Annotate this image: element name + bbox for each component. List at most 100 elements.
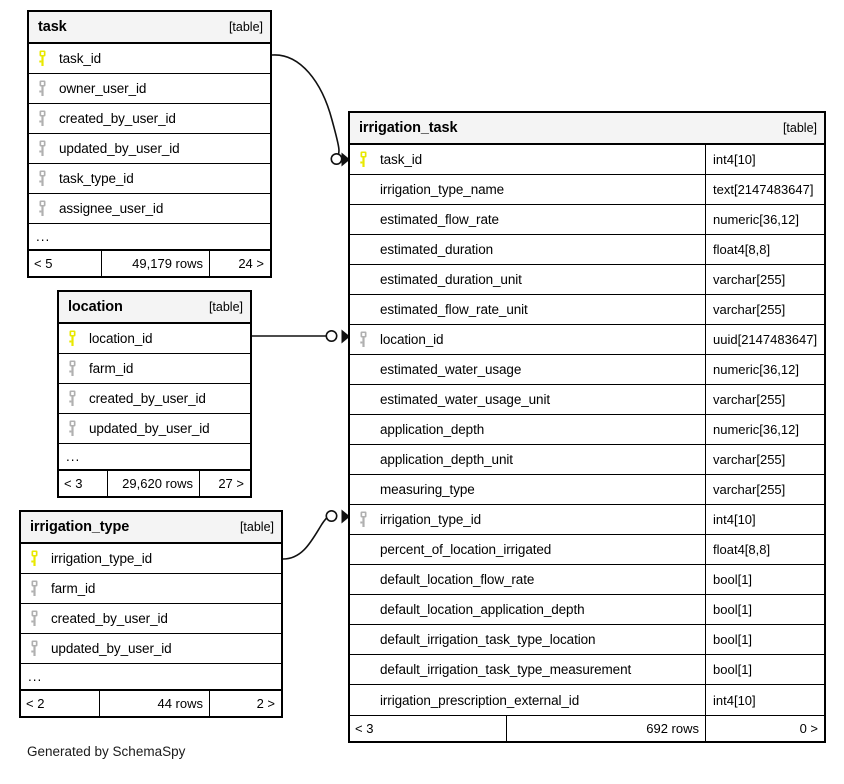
table-row[interactable]: estimated_water_usage_unit varchar[255] [350,385,824,415]
table-irrigation-type-columns: irrigation_type_id farm_id created_by_us… [21,544,281,690]
table-row[interactable]: estimated_water_usage numeric[36,12] [350,355,824,385]
prev-tables-link[interactable]: < 3 [64,476,83,491]
column-name-cell: percent_of_location_irrigated [350,535,705,564]
column-label: estimated_water_usage_unit [380,392,551,407]
column-label: updated_by_user_id [89,421,210,436]
foreign-key-icon [30,580,51,598]
column-label: application_depth [380,422,485,437]
column-name-cell: default_irrigation_task_type_location [350,625,705,654]
foreign-key-icon [30,640,51,658]
row-count: 29,620 rows [107,471,199,496]
column-label: irrigation_prescription_external_id [380,692,580,708]
column-name-cell: default_location_application_depth [350,595,705,624]
table-row[interactable]: assignee_user_id [29,194,270,224]
table-row[interactable]: default_irrigation_task_type_location boo… [350,625,824,655]
table-location-footer: < 3 29,620 rows 27 > [59,470,250,496]
column-name-cell: irrigation_prescription_external_id [350,685,705,715]
row-count: 44 rows [99,691,209,716]
table-row[interactable]: farm_id [59,354,250,384]
edge-irrigation-type-to-irrigation-task [282,509,350,560]
column-name-cell: owner_user_id [29,74,270,103]
table-row[interactable]: updated_by_user_id [21,634,281,664]
column-name-cell: estimated_water_usage_unit [350,385,705,414]
column-label: measuring_type [380,482,475,497]
more-columns-indicator: ... [59,444,250,470]
table-row[interactable]: farm_id [21,574,281,604]
column-label: default_irrigation_task_type_location [380,632,596,647]
table-row[interactable]: created_by_user_id [21,604,281,634]
foreign-key-icon [38,80,59,98]
foreign-key-icon [68,420,89,438]
table-row[interactable]: location_id [59,324,250,354]
column-type: varchar[255] [705,385,824,414]
foreign-key-icon [38,110,59,128]
table-row[interactable]: owner_user_id [29,74,270,104]
next-tables-link[interactable]: 2 > [209,691,281,716]
column-type: varchar[255] [705,475,824,504]
edge-task-to-irrigation-task [271,54,350,167]
column-name-cell: measuring_type [350,475,705,504]
column-name-cell: farm_id [59,354,250,383]
table-irrigation-task-title: irrigation_task [359,120,458,136]
column-type: varchar[255] [705,445,824,474]
table-task[interactable]: task [table] task_id owner_user_id [27,10,272,278]
column-name-cell: farm_id [21,574,281,603]
column-label: assignee_user_id [59,201,164,216]
table-irrigation-type[interactable]: irrigation_type [table] irrigation_type_… [19,510,283,718]
column-label: irrigation_type_id [51,551,153,566]
column-name-cell: location_id [350,325,705,354]
table-row[interactable]: default_irrigation_task_type_measurement… [350,655,824,685]
column-type: numeric[36,12] [705,355,824,384]
next-tables-link[interactable]: 24 > [209,251,270,276]
table-row[interactable]: created_by_user_id [59,384,250,414]
table-row[interactable]: task_id [29,44,270,74]
table-location[interactable]: location [table] location_id farm_id [57,290,252,498]
column-label: estimated_duration_unit [380,272,522,287]
next-tables-link[interactable]: 27 > [199,471,250,496]
table-row[interactable]: updated_by_user_id [59,414,250,444]
column-name-cell: estimated_flow_rate [350,205,705,234]
column-type: bool[1] [705,595,824,624]
column-label: estimated_flow_rate_unit [380,302,528,317]
prev-tables-link[interactable]: < 3 [355,721,374,736]
table-task-footer: < 5 49,179 rows 24 > [29,250,270,276]
prev-tables-link[interactable]: < 2 [26,696,45,711]
prev-tables-link[interactable]: < 5 [34,256,53,271]
column-name-cell: updated_by_user_id [29,134,270,163]
column-label: estimated_water_usage [380,362,522,377]
next-tables-link[interactable]: 0 > [705,716,824,741]
foreign-key-icon [38,170,59,188]
column-label: estimated_duration [380,242,494,257]
primary-key-icon [38,50,59,68]
table-row[interactable]: task_type_id [29,164,270,194]
column-name-cell: created_by_user_id [29,104,270,133]
table-irrigation-task-footer: < 3 692 rows 0 > [350,715,824,741]
column-label: updated_by_user_id [51,641,172,656]
column-type: bool[1] [705,625,824,654]
table-row[interactable]: irrigation_type_id [21,544,281,574]
table-row[interactable]: created_by_user_id [29,104,270,134]
table-row[interactable]: updated_by_user_id [29,134,270,164]
row-count: 692 rows [506,716,705,741]
generated-by-credit: Generated by SchemaSpy [27,744,186,759]
table-row[interactable]: measuring_type varchar[255] [350,475,824,505]
table-irrigation-task-tag: [table] [782,121,817,135]
column-type: numeric[36,12] [705,205,824,234]
column-name-cell: task_id [350,145,705,174]
